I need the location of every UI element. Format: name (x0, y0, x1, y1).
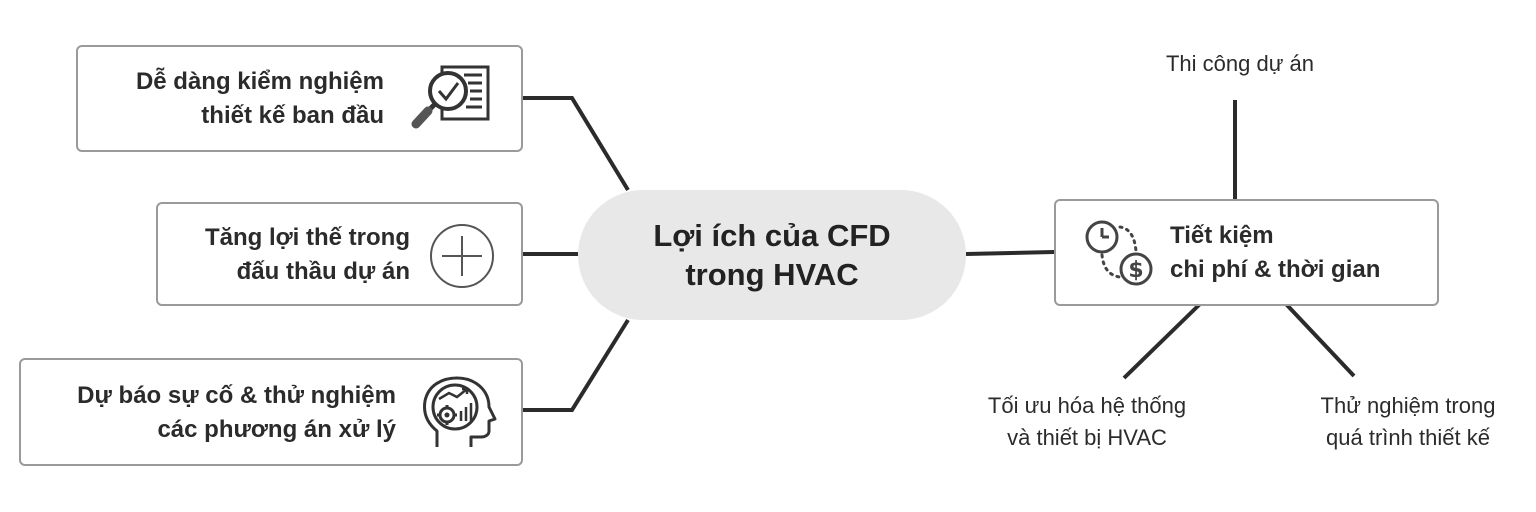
node-label-line-1: Dự báo sự cố & thử nghiệm (77, 382, 396, 409)
node-label: Dự báo sự cố & thử nghiệm các phương án … (77, 379, 396, 447)
connector-right-to-bottom-left-leaf (1122, 302, 1202, 380)
leaf-label-line-1: Tối ưu hóa hệ thống (987, 393, 1187, 418)
magnifier-checklist-icon (411, 65, 490, 129)
node-label-line-1: Tiết kiệm (1170, 222, 1274, 249)
node-fault-prediction-testing: Dự báo sự cố & thử nghiệm các phương án … (19, 358, 523, 466)
clock-dollar-icon: $ (1085, 220, 1153, 286)
node-initial-design-verification: Dễ dàng kiểm nghiệm thiết kế ban đầu (76, 45, 523, 152)
central-topic-line-1: Lợi ích của CFD (653, 218, 891, 253)
plus-circle-icon (430, 224, 494, 288)
node-label-line-2: đấu thầu dự án (236, 258, 410, 285)
central-topic: Lợi ích của CFD trong HVAC (578, 190, 966, 320)
node-label-line-1: Dễ dàng kiểm nghiệm (135, 68, 384, 95)
leaf-label-line-1: Thử nghiệm trong (1320, 393, 1496, 418)
node-label-line-2: thiết kế ban đầu (201, 102, 384, 129)
connector-right-to-bottom-right-leaf (1284, 302, 1356, 378)
node-bidding-advantage: Tăng lợi thế trong đấu thầu dự án (156, 202, 523, 306)
leaf-label-line-2: quá trình thiết kế (1326, 425, 1490, 450)
node-label: Tiết kiệm chi phí & thời gian (1170, 219, 1380, 287)
leaf-label-line-2: và thiết bị HVAC (1007, 425, 1167, 450)
leaf-design-process-testing: Thử nghiệm trong quá trình thiết kế (1290, 390, 1526, 454)
node-label: Dễ dàng kiểm nghiệm thiết kế ban đầu (136, 65, 384, 133)
leaf-hvac-system-optimization: Tối ưu hóa hệ thống và thiết bị HVAC (952, 390, 1222, 454)
leaf-label: Thi công dự án (1165, 51, 1315, 76)
head-gear-analytics-icon (423, 376, 497, 447)
connector-center-to-node-1 (523, 96, 630, 192)
node-label-line-1: Tăng lợi thế trong (204, 224, 410, 251)
node-label: Tăng lợi thế trong đấu thầu dự án (205, 221, 410, 289)
node-cost-time-savings: $ Tiết kiệm chi phí & thời gian (1054, 199, 1439, 306)
node-label-line-2: các phương án xử lý (157, 416, 396, 443)
node-label-line-2: chi phí & thời gian (1170, 256, 1381, 283)
leaf-project-construction: Thi công dự án (1140, 48, 1340, 80)
svg-text:$: $ (1128, 258, 1143, 283)
connector-center-to-node-3 (523, 318, 630, 412)
central-topic-line-2: trong HVAC (685, 257, 859, 292)
connector-center-to-right-node (965, 250, 1055, 256)
